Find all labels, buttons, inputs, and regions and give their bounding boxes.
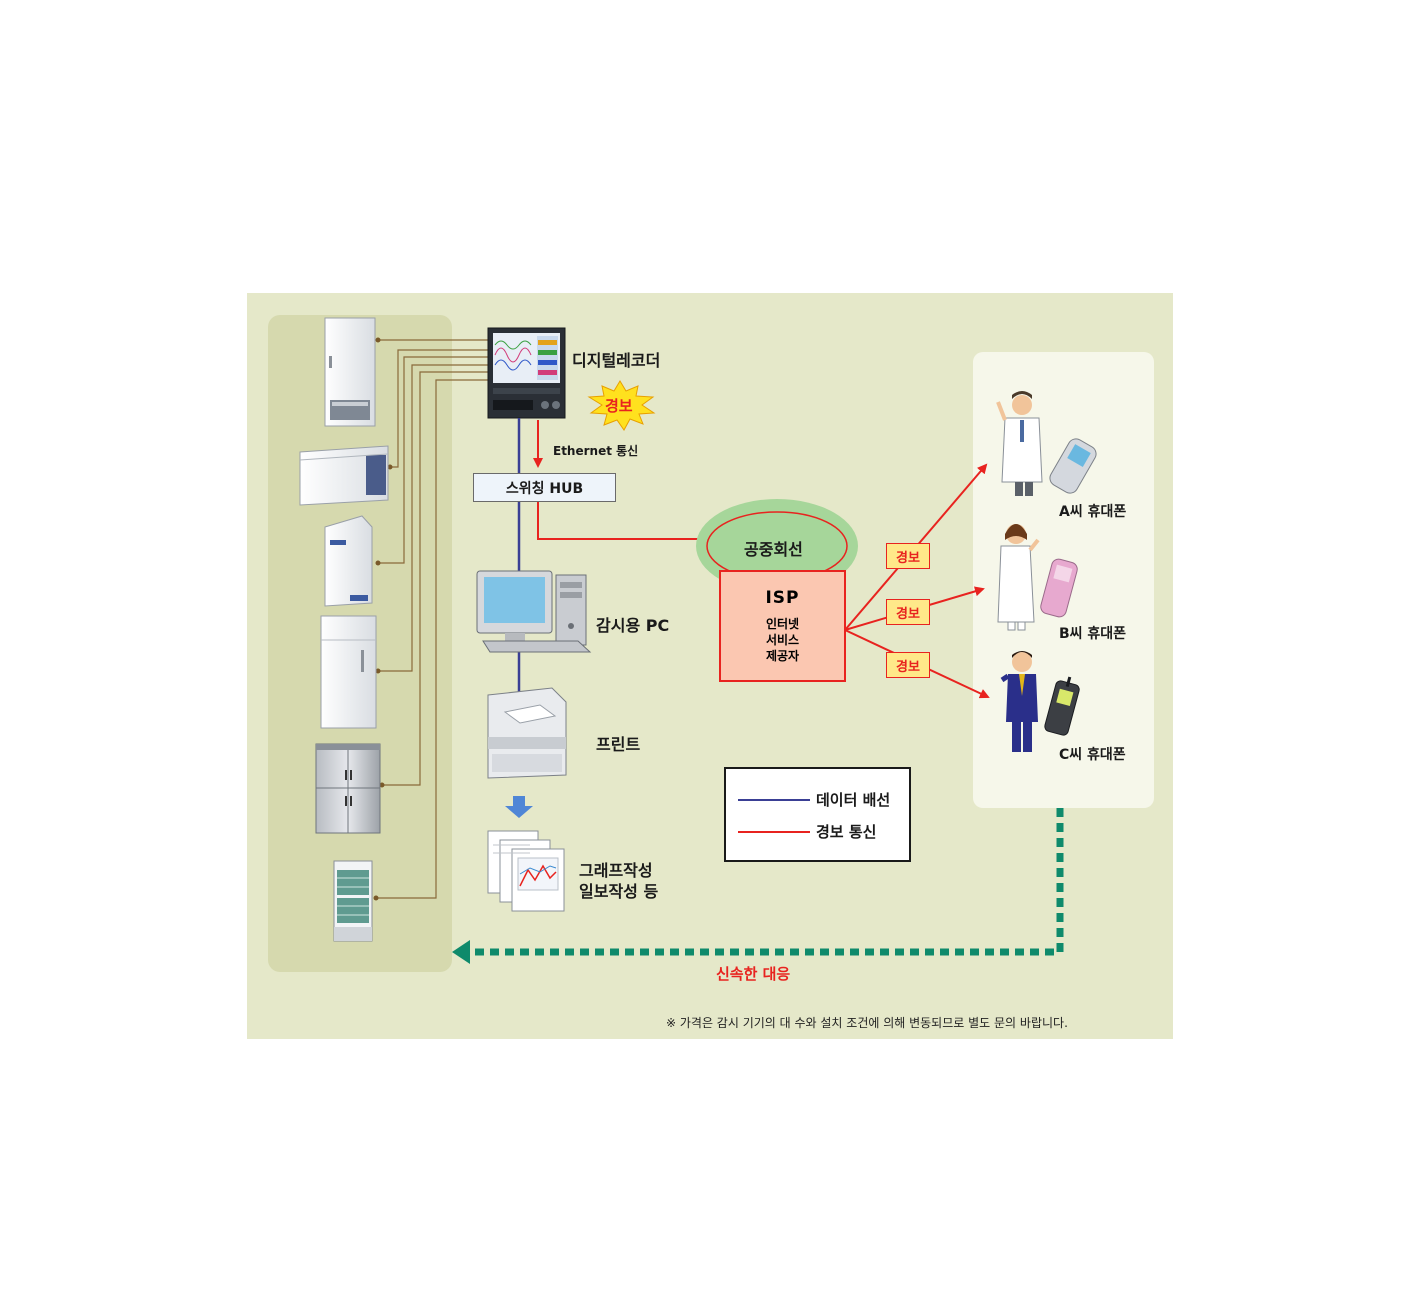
legend-alarm-label: 경보 통신 bbox=[816, 823, 877, 841]
legend-alarm-line: 경보 통신 bbox=[738, 821, 876, 842]
isp-box: ISP 인터넷 서비스 제공자 bbox=[719, 570, 846, 682]
phone-b-icon bbox=[1040, 558, 1078, 618]
doctor-a-icon bbox=[996, 391, 1043, 496]
sensor-wiring bbox=[376, 339, 488, 899]
output-label-2: 일보작성 등 bbox=[579, 882, 659, 901]
output-label-1: 그래프작성 bbox=[579, 861, 653, 880]
cabinet-freezer-icon bbox=[320, 615, 377, 729]
public-line-label: 공중회선 bbox=[744, 540, 803, 559]
digital-recorder-icon bbox=[487, 327, 566, 419]
print-label: 프린트 bbox=[596, 735, 641, 754]
alarm-tag-c: 경보 bbox=[886, 652, 930, 678]
phone-b-label: B씨 휴대폰 bbox=[1059, 626, 1127, 642]
hub-to-network-arrow bbox=[537, 500, 718, 544]
alarm-tag-b: 경보 bbox=[886, 599, 930, 625]
alarm-burst-label: 경보 bbox=[605, 397, 633, 415]
quick-response-label: 신속한 대응 bbox=[716, 965, 791, 983]
hub-label: 스위칭 HUB bbox=[505, 480, 584, 497]
ethernet-label: Ethernet 통신 bbox=[553, 444, 639, 458]
isp-line-3: 제공자 bbox=[765, 649, 800, 663]
showcase-refrigerator-icon bbox=[333, 860, 373, 942]
phone-a-label: A씨 휴대폰 bbox=[1059, 504, 1127, 520]
businessman-c-icon bbox=[1000, 651, 1038, 752]
footnote: ※ 가격은 감시 기기의 대 수와 설치 조건에 의해 변동되므로 별도 문의 … bbox=[666, 1016, 1068, 1030]
legend-data-swatch bbox=[738, 798, 810, 801]
response-arrowhead bbox=[452, 940, 470, 964]
freezer-upright-icon bbox=[324, 317, 376, 427]
isp-line-1: 인터넷 bbox=[765, 617, 800, 631]
printer-icon bbox=[487, 687, 567, 779]
legend-data-label: 데이터 배선 bbox=[816, 791, 891, 809]
stainless-refrigerator-icon bbox=[315, 743, 381, 834]
public-network-cloud bbox=[696, 499, 858, 593]
doctor-b-icon bbox=[997, 524, 1040, 631]
down-arrow-icon bbox=[505, 796, 533, 818]
isp-line-2: 서비스 bbox=[765, 633, 800, 647]
alarm-tag-a: 경보 bbox=[886, 543, 930, 569]
legend: 데이터 배선 경보 통신 bbox=[724, 767, 911, 862]
phone-c-label: C씨 휴대폰 bbox=[1059, 747, 1126, 763]
legend-data-line: 데이터 배선 bbox=[738, 789, 890, 810]
digital-recorder-label: 디지털레코더 bbox=[572, 351, 661, 370]
small-freezer-icon bbox=[324, 515, 373, 607]
phone-c-icon bbox=[1044, 676, 1080, 736]
phone-a-icon bbox=[1049, 438, 1097, 494]
monitoring-pc-icon bbox=[476, 570, 592, 653]
response-path bbox=[470, 808, 1064, 956]
isp-title: ISP bbox=[765, 588, 800, 608]
chest-freezer-icon bbox=[299, 445, 389, 506]
legend-alarm-swatch bbox=[738, 830, 810, 833]
monitor-pc-label: 감시용 PC bbox=[596, 616, 670, 635]
switching-hub: 스위칭 HUB bbox=[473, 473, 616, 502]
alarm-burst-icon bbox=[587, 380, 656, 431]
report-pages-icon bbox=[487, 830, 565, 912]
